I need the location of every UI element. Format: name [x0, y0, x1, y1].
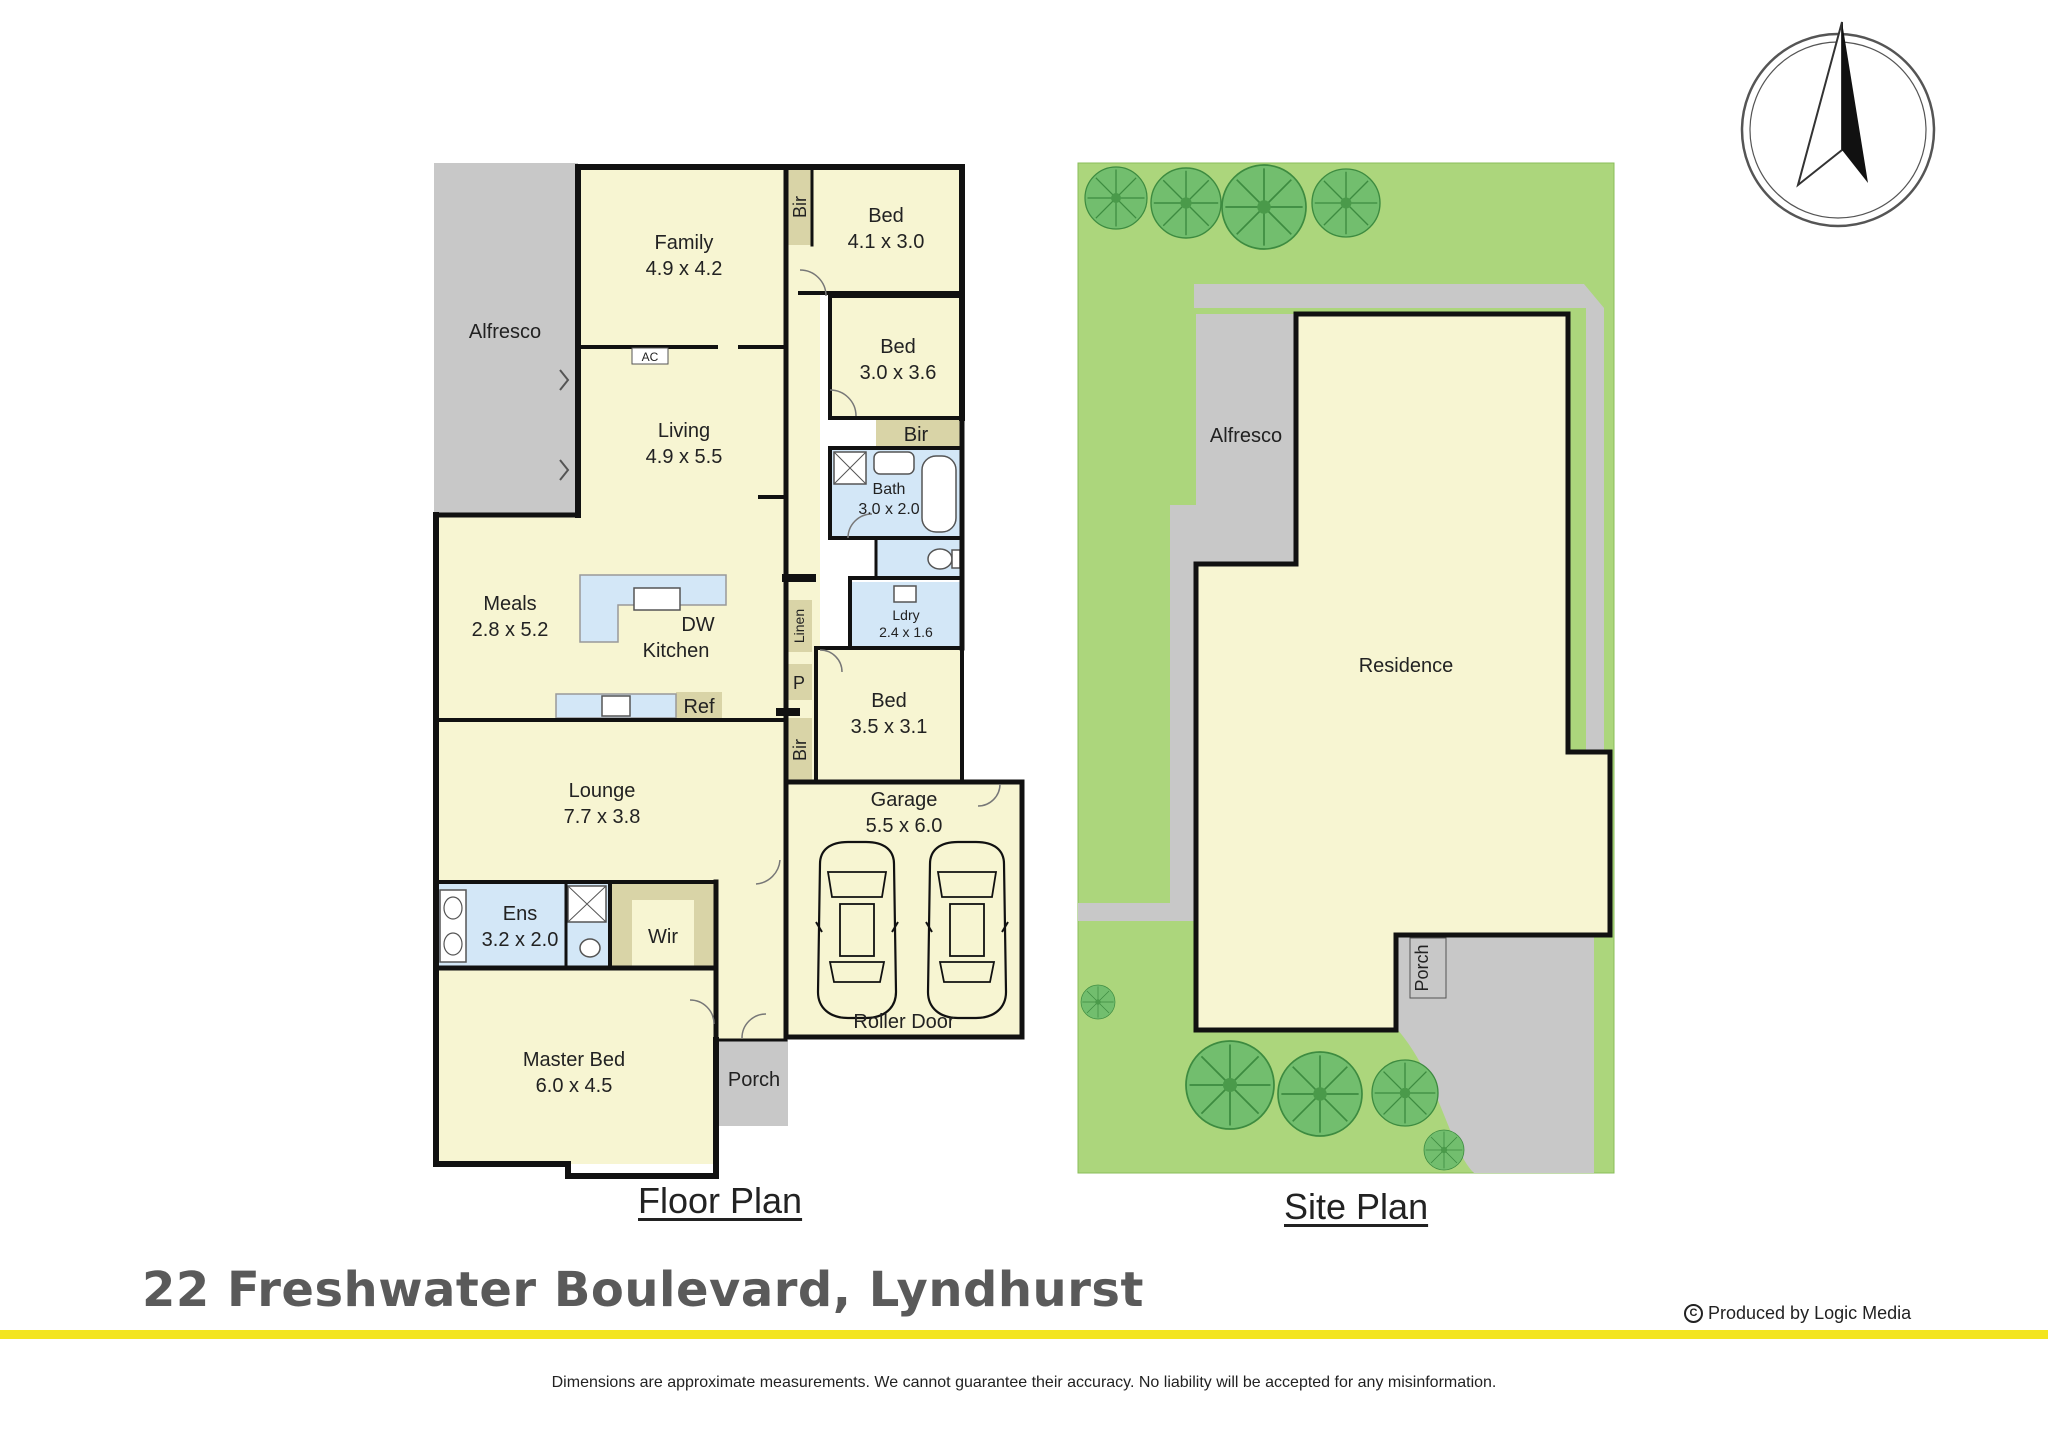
tree-icon	[1222, 165, 1306, 249]
property-address: 22 Freshwater Boulevard, Lyndhurst	[142, 1262, 1144, 1318]
label-wir: Wir	[648, 926, 678, 948]
label-porch: Porch	[728, 1069, 780, 1091]
label-bir-bed-1: Bir	[790, 196, 810, 218]
dims-ldry: 2.4 x 1.6	[879, 624, 933, 640]
dims-bed-3: 3.5 x 3.1	[851, 716, 928, 738]
toilet-icon	[927, 548, 953, 570]
tree-icon	[1312, 169, 1380, 237]
dims-garage: 5.5 x 6.0	[866, 815, 943, 837]
site-porch	[1409, 937, 1447, 999]
linen-cupboard	[786, 600, 812, 652]
alfresco-area	[434, 163, 578, 515]
tree-icon	[1151, 168, 1221, 238]
kitchen-sink-icon	[633, 587, 681, 611]
room-living	[578, 347, 786, 515]
room-bed-2	[830, 296, 962, 418]
door-swings	[689, 269, 1001, 1039]
credit-line: C Produced by Logic Media	[1684, 1303, 1911, 1324]
site-plan: Porch Alfresco Residence	[1078, 163, 1615, 1173]
tree-icon	[1372, 1060, 1438, 1126]
label-family: Family	[655, 232, 714, 254]
floor-plan: Alfresco Family 4.9 x 4.2 Living 4.9 x 5…	[433, 163, 1025, 1179]
wir-inner	[632, 900, 694, 968]
tree-icon	[1186, 1041, 1274, 1129]
label-living: Living	[658, 420, 710, 442]
dims-family: 4.9 x 4.2	[646, 258, 723, 280]
porch-area	[718, 1040, 788, 1126]
laundry-tub-icon	[893, 585, 917, 603]
residence-footprint	[1193, 311, 1613, 1033]
floor-plan-caption: Floor Plan	[638, 1180, 803, 1221]
pantry-cupboard	[786, 664, 812, 700]
site-label-residence: Residence	[1359, 655, 1454, 677]
tree-icon	[1081, 985, 1115, 1019]
room-master-bed	[436, 966, 716, 1164]
label-pantry: P	[793, 673, 805, 693]
label-bed-1: Bed	[868, 205, 904, 227]
ens-vanity	[439, 889, 467, 963]
dims-ens: 3.2 x 2.0	[482, 929, 559, 951]
ens-toilet-icon	[579, 938, 601, 958]
accent-rule	[0, 1330, 2048, 1339]
cooktop-icon	[601, 695, 631, 717]
room-family	[578, 167, 786, 347]
label-ref: Ref	[683, 696, 715, 718]
bir-bed-2	[876, 418, 962, 448]
front-path	[1078, 903, 1194, 921]
room-lounge	[436, 720, 786, 882]
dims-master-bed: 6.0 x 4.5	[536, 1075, 613, 1097]
tree-icon	[1278, 1052, 1362, 1136]
basin-icon	[873, 451, 915, 475]
site-alfresco	[1196, 314, 1296, 564]
label-dw: DW	[681, 614, 714, 636]
label-bath: Bath	[873, 481, 906, 498]
label-master-bed: Master Bed	[523, 1049, 625, 1071]
label-bed-2: Bed	[880, 336, 916, 358]
bir-bed-3	[786, 718, 812, 780]
label-ldry: Ldry	[892, 607, 919, 623]
ref-space	[676, 692, 722, 720]
dims-living: 4.9 x 5.5	[646, 446, 723, 468]
label-lounge: Lounge	[569, 780, 636, 802]
site-label-alfresco: Alfresco	[1210, 425, 1282, 447]
disclaimer: Dimensions are approximate measurements.…	[551, 1374, 1497, 1391]
room-garage	[786, 782, 1022, 1037]
dims-bed-2: 3.0 x 3.6	[860, 362, 937, 384]
dims-lounge: 7.7 x 3.8	[564, 806, 641, 828]
site-label-porch: Porch	[1412, 944, 1432, 991]
floor-plan-labels: Alfresco Family 4.9 x 4.2 Living 4.9 x 5…	[469, 196, 955, 1097]
label-garage: Garage	[871, 789, 938, 811]
room-bed-3	[816, 648, 962, 780]
kitchen-island	[579, 574, 727, 643]
dims-bed-1: 4.1 x 3.0	[848, 231, 925, 253]
site-plan-caption: Site Plan	[1284, 1186, 1429, 1227]
entry-hall	[716, 882, 786, 1040]
copyright-icon: C	[1684, 1304, 1703, 1323]
label-linen: Linen	[791, 609, 807, 643]
dims-meals: 2.8 x 5.2	[472, 619, 549, 641]
room-bed-1	[800, 167, 962, 293]
label-roller-door: Roller Door	[853, 1011, 954, 1033]
label-alfresco: Alfresco	[469, 321, 541, 343]
label-bed-3: Bed	[871, 690, 907, 712]
floor-plan-walls	[433, 164, 1025, 1179]
label-kitchen: Kitchen	[643, 640, 710, 662]
label-bir-bed-3: Bir	[790, 739, 810, 761]
label-meals: Meals	[483, 593, 536, 615]
tree-icon	[1424, 1130, 1464, 1170]
side-path-left	[1170, 505, 1196, 905]
label-ens: Ens	[503, 903, 537, 925]
dims-bath: 3.0 x 2.0	[858, 501, 919, 518]
label-ac: AC	[642, 350, 659, 364]
bir-bed-1	[786, 167, 812, 245]
north-arrow-icon	[1740, 21, 1936, 228]
credit-text: Produced by Logic Media	[1708, 1303, 1912, 1323]
bathtub-icon	[921, 455, 957, 533]
tree-icon	[1085, 167, 1147, 229]
label-bir-bed-2: Bir	[904, 424, 929, 446]
